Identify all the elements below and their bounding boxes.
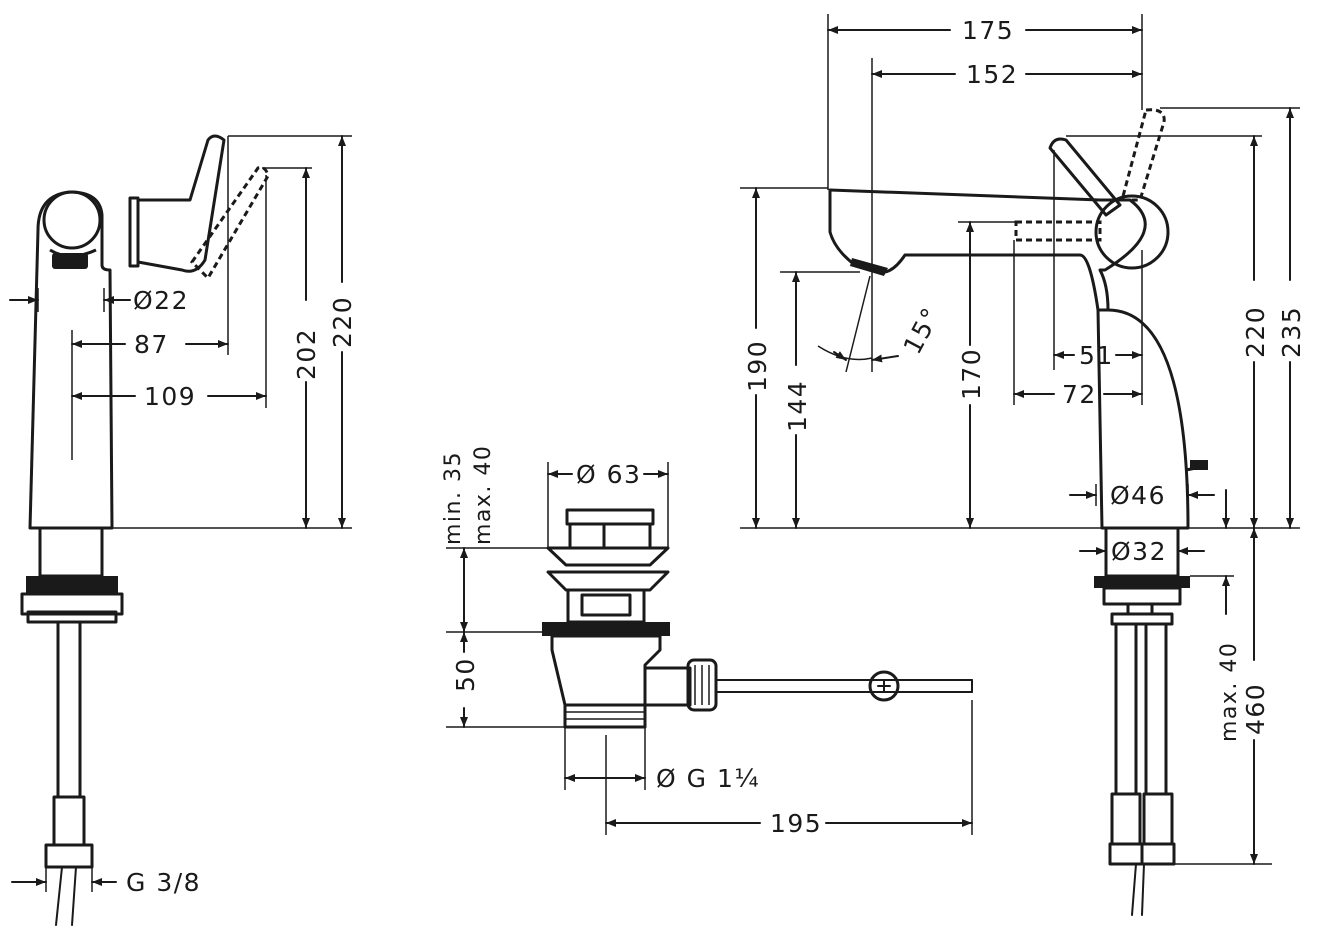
right-dim-152: 152 [966,60,1018,89]
left-dim-diameter-22: Ø22 [133,286,189,315]
left-faucet-side-view: Ø22 87 109 202 220 G 3/8 [9,134,357,926]
left-dim-109: 109 [144,382,196,411]
waste-dim-min: min. 35 [441,451,466,545]
right-dim-235: 235 [1277,306,1306,358]
right-dim-460: 460 [1241,683,1270,735]
right-handle-disc [1094,194,1170,270]
left-dim-220: 220 [328,296,357,348]
right-spout [828,188,1147,312]
right-dim-220: 220 [1241,306,1270,358]
waste-dim-diameter-63: Ø 63 [576,460,641,489]
right-dim-max-40: max. 40 [1217,642,1242,742]
waste-dim-195: 195 [770,809,822,838]
left-dim-87: 87 [134,330,169,359]
waste-dim-50: 50 [451,657,480,692]
right-body [1096,308,1190,530]
right-dim-72: 72 [1062,380,1097,409]
right-dim-144: 144 [783,380,812,432]
right-lever-dashed-up [1120,108,1166,202]
right-lever [1048,137,1122,217]
left-lever-dashed [190,166,270,281]
waste-body [550,634,662,707]
left-faucet-body [28,190,114,530]
left-faucet-head [42,190,102,250]
waste-dim-max: max. 40 [471,445,496,545]
left-dim-202: 202 [292,328,321,380]
left-dim-thread: G 3/8 [126,868,201,897]
right-dim-51: 51 [1079,341,1114,370]
right-dim-170: 170 [957,348,986,400]
right-dim-190: 190 [743,340,772,392]
right-dim-diameter-46: Ø46 [1110,481,1166,510]
waste-dim-thread: Ø G 1¼ [656,764,760,793]
left-lever [136,134,226,273]
right-dim-angle: 15° [898,302,947,359]
right-faucet-front-view: 175 152 190 144 15° 170 51 72 220 [740,14,1306,916]
right-dim-175: 175 [962,16,1014,45]
waste-plug-cap [565,508,655,526]
waste-knob [868,670,900,702]
waste-set-view: min. 35 max. 40 50 Ø 63 Ø G 1¼ 195 [441,445,973,838]
right-dim-diameter-32: Ø32 [1111,537,1167,566]
right-lever-dashed-side [1014,220,1102,242]
